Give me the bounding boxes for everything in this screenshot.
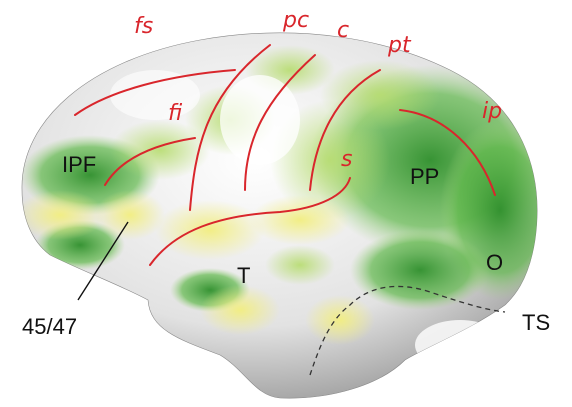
label-area-45-47: 45/47 (22, 314, 77, 339)
label-o: O (486, 250, 503, 275)
label-ts: TS (522, 310, 550, 335)
label-c: c (337, 18, 349, 43)
label-fi: fi (168, 101, 183, 126)
label-pp: PP (410, 164, 439, 189)
label-s: s (341, 147, 352, 172)
label-pc: pc (282, 8, 309, 33)
label-t: T (237, 263, 250, 288)
cortex-surface (15, 33, 560, 398)
label-ip: ip (482, 99, 502, 124)
label-ipf: IPF (62, 152, 96, 177)
label-pt: pt (387, 33, 412, 58)
label-fs: fs (134, 14, 153, 39)
